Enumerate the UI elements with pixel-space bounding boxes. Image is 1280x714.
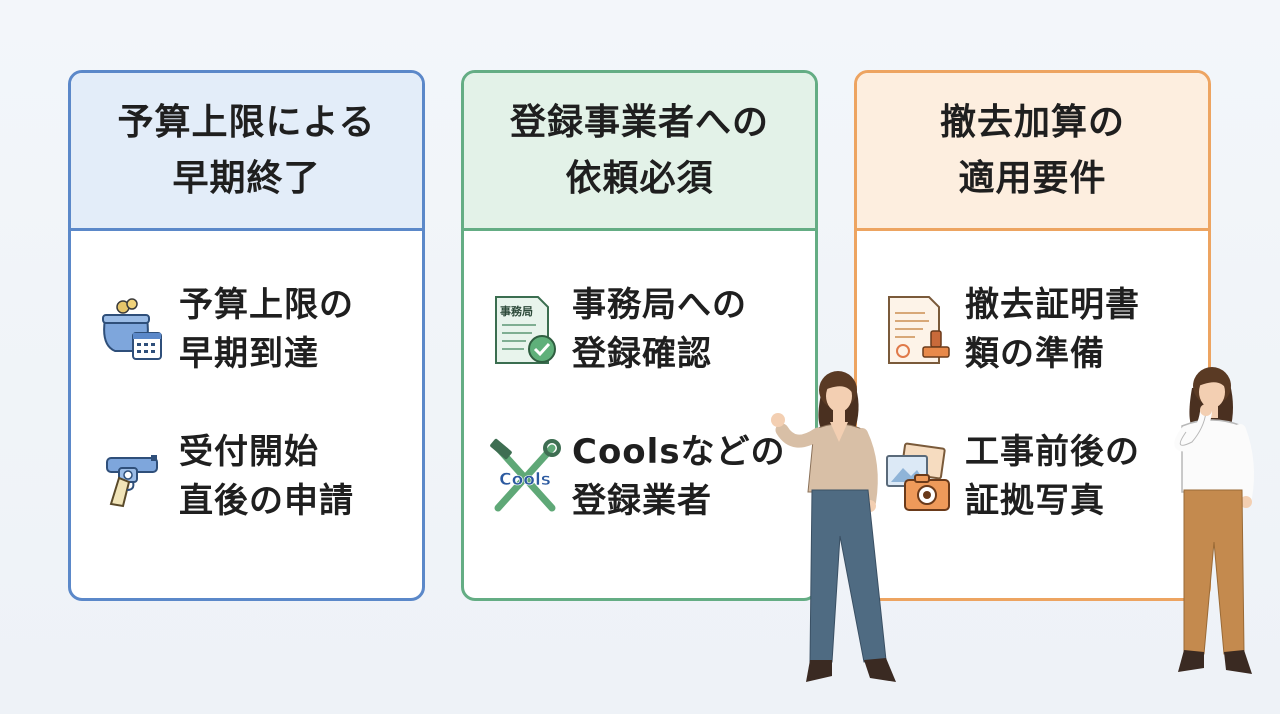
item-text: 工事前後の 証拠写真: [965, 432, 1140, 522]
certificate-stamp-icon: [879, 291, 957, 369]
svg-text:事務局: 事務局: [500, 304, 533, 318]
coin-purse-calendar-icon: [93, 291, 171, 369]
card-budget-limit: 予算上限による 早期終了 予算上限の 早期到達: [68, 70, 425, 601]
item-text: Coolsなどの 登録業者: [572, 432, 786, 522]
svg-text:Cools: Cools: [499, 470, 551, 490]
presenter-woman-thinking: [1152, 352, 1272, 702]
list-item: 撤去証明書 類の準備: [879, 281, 1198, 380]
list-item: 受付開始 直後の申請: [93, 428, 412, 527]
card-header: 登録事業者への 依頼必須: [464, 73, 815, 231]
card-title: 登録事業者への 依頼必須: [509, 101, 769, 199]
presenter-woman-pointing: [764, 360, 914, 710]
item-text: 事務局への 登録確認: [572, 285, 747, 375]
starting-pistol-icon: [93, 438, 171, 516]
list-item: 工事前後の 証拠写真: [879, 428, 1198, 527]
list-item: 予算上限の 早期到達: [93, 281, 412, 380]
card-registered-contractor: 登録事業者への 依頼必須 事務局 事務局への 登録確認: [461, 70, 818, 601]
card-header: 予算上限による 早期終了: [71, 73, 422, 231]
list-item: Cools Coolsなどの 登録業者: [486, 428, 805, 527]
hammer-wrench-icon: Cools: [486, 438, 564, 516]
item-text: 受付開始 直後の申請: [179, 432, 354, 522]
card-removal-bonus: 撤去加算の 適用要件 撤去証明書 類の準備: [854, 70, 1211, 601]
item-text: 撤去証明書 類の準備: [965, 285, 1140, 375]
item-text: 予算上限の 早期到達: [179, 285, 354, 375]
photo-camera-icon: [879, 438, 957, 516]
card-header: 撤去加算の 適用要件: [857, 73, 1208, 231]
document-check-icon: 事務局: [486, 291, 564, 369]
card-title: 撤去加算の 適用要件: [939, 101, 1125, 199]
list-item: 事務局 事務局への 登録確認: [486, 281, 805, 380]
card-title: 予算上限による 早期終了: [117, 101, 376, 199]
